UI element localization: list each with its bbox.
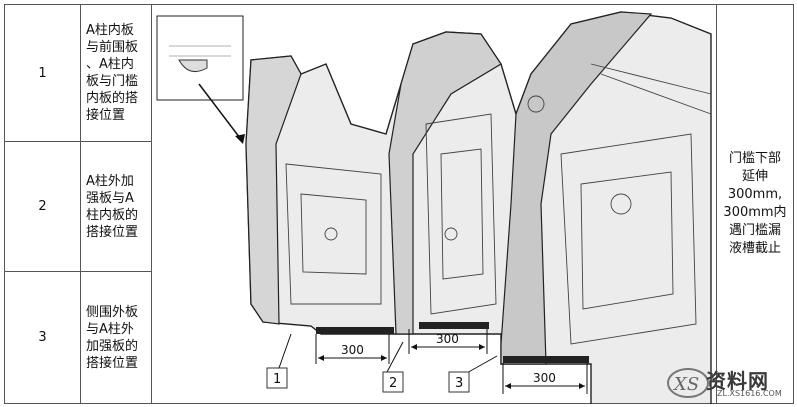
callout-label-2: 2 xyxy=(389,376,397,391)
row-description-2: A柱外加 强板与A 柱内板的 搭接位置 xyxy=(86,173,139,240)
dimension-lines xyxy=(315,329,588,394)
table-border-left xyxy=(4,4,5,404)
dimension-label-1: 300 xyxy=(341,343,364,357)
column-divider-2 xyxy=(151,4,152,404)
row-divider-1 xyxy=(4,141,151,142)
watermark-url: ZL.XS1616.COM xyxy=(717,389,782,398)
callout-leader-1 xyxy=(278,333,292,369)
table-border-right xyxy=(793,4,794,404)
callout-box-3 xyxy=(448,371,470,393)
detail-inset-box xyxy=(156,15,244,101)
column-divider-1 xyxy=(80,4,81,404)
detail-arrow xyxy=(198,83,244,143)
table-border-top xyxy=(4,4,794,5)
watermark-brand: 资料网 xyxy=(706,369,769,393)
detail-inset-shape xyxy=(178,59,208,73)
sill-flange-3 xyxy=(503,356,589,363)
remark-cell: 门槛下部 延伸 300mm, 300mm内 遇门槛漏 液槽截止 xyxy=(723,151,787,256)
callout-label-3: 3 xyxy=(455,376,463,391)
dimension-label-3: 300 xyxy=(533,371,556,385)
row-number-3: 3 xyxy=(38,330,47,345)
callout-label-1: 1 xyxy=(273,372,281,387)
sill-flange-2 xyxy=(419,322,489,329)
row-number-1: 1 xyxy=(38,65,47,81)
column-divider-3 xyxy=(716,4,717,404)
row-description-3: 侧围外板 与A柱外 加强板的 搭接位置 xyxy=(86,304,139,371)
dimension-label-2: 300 xyxy=(436,332,459,346)
a-pillar-outer-reinforcement xyxy=(388,31,502,335)
watermark-logo: XS xyxy=(667,368,709,398)
row-description-1: A柱内板 与前围板 、A柱内 板与门槛 内板的搭 接位置 xyxy=(86,23,139,123)
callout-leader-2 xyxy=(386,341,404,373)
svg-text:XS: XS xyxy=(672,374,699,395)
callout-box-1 xyxy=(266,367,288,389)
pillar-overlap-drawing: 300 300 300 1 2 3 xyxy=(156,11,712,404)
callout-box-2 xyxy=(382,371,404,393)
callout-leader-3 xyxy=(464,355,498,375)
side-outer-panel xyxy=(500,11,653,365)
row-divider-2 xyxy=(4,271,151,272)
row-number-2: 2 xyxy=(38,199,47,214)
table-border-bottom xyxy=(4,403,794,404)
structure-details xyxy=(285,63,712,345)
a-pillar-inner xyxy=(245,55,302,325)
sill-flange-1 xyxy=(316,327,394,334)
